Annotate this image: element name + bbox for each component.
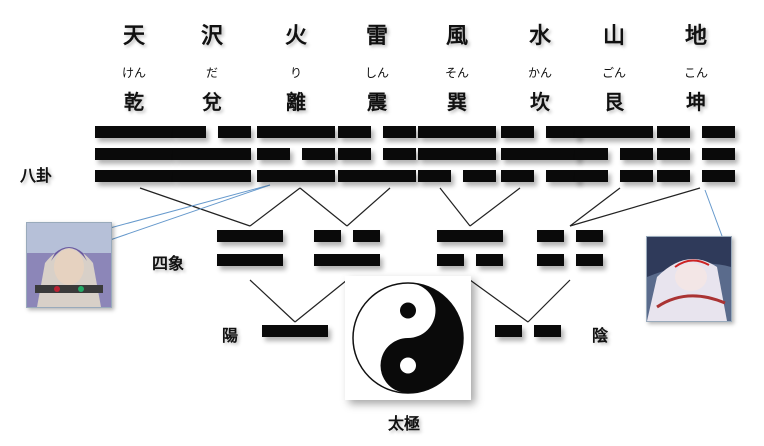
four-image-3-line-0-broken-0 bbox=[537, 230, 564, 242]
trigram-2-line-1-broken-0 bbox=[257, 148, 290, 160]
trigram-5-line-0-broken-1 bbox=[546, 126, 579, 138]
trigram-7-line-2-broken-1 bbox=[702, 170, 735, 182]
trigram-name-5: 坎 bbox=[530, 90, 550, 114]
trigram-nature-2: 火 bbox=[284, 24, 308, 49]
trigram-nature-3: 雷 bbox=[365, 24, 389, 49]
trigram-name-0: 乾 bbox=[124, 90, 144, 114]
four-image-0-line-0-solid bbox=[217, 230, 283, 242]
trigram-7-line-0-broken-0 bbox=[657, 126, 690, 138]
trigram-nature-4: 風 bbox=[445, 24, 469, 49]
trigram-4-line-1-solid bbox=[418, 148, 496, 160]
trigram-name-4: 巽 bbox=[447, 90, 467, 114]
four-image-3-line-1-broken-1 bbox=[576, 254, 603, 266]
trigram-reading-6: ごん bbox=[601, 66, 627, 80]
trigram-1-line-2-solid bbox=[173, 170, 251, 182]
trigram-name-3: 震 bbox=[367, 90, 387, 114]
character-portrait-left bbox=[26, 222, 112, 308]
four-image-1-line-0-broken-0 bbox=[314, 230, 341, 242]
trigram-1-line-0-broken-1 bbox=[218, 126, 251, 138]
yang-label: 陽 bbox=[222, 326, 239, 345]
four-image-3-line-1-broken-0 bbox=[537, 254, 564, 266]
trigram-2-line-1-broken-1 bbox=[302, 148, 335, 160]
mode-1-line-broken-1 bbox=[534, 325, 561, 337]
trigram-7-line-2-broken-0 bbox=[657, 170, 690, 182]
trigram-7-line-1-broken-1 bbox=[702, 148, 735, 160]
trigram-0-line-0-solid bbox=[95, 126, 173, 138]
trigram-3-line-0-broken-1 bbox=[383, 126, 416, 138]
four-image-2-line-0-solid bbox=[437, 230, 503, 242]
trigram-nature-7: 地 bbox=[684, 24, 708, 49]
trigram-3-line-1-broken-1 bbox=[383, 148, 416, 160]
trigram-reading-7: こん bbox=[683, 66, 709, 80]
trigram-name-7: 坤 bbox=[686, 90, 706, 114]
eight-trigrams-label: 八卦 bbox=[20, 166, 53, 185]
trigram-reading-1: だ bbox=[205, 66, 219, 80]
yin-yang-icon bbox=[345, 276, 471, 400]
trigram-nature-6: 山 bbox=[602, 24, 626, 49]
four-image-3-line-0-broken-1 bbox=[576, 230, 603, 242]
four-image-1-line-0-broken-1 bbox=[353, 230, 380, 242]
four-image-0-line-1-solid bbox=[217, 254, 283, 266]
trigram-3-line-1-broken-0 bbox=[338, 148, 371, 160]
trigram-6-line-1-broken-0 bbox=[575, 148, 608, 160]
mode-1-line-broken-0 bbox=[495, 325, 522, 337]
trigram-nature-1: 沢 bbox=[200, 24, 224, 49]
trigram-3-line-2-solid bbox=[338, 170, 416, 182]
trigram-4-line-2-broken-1 bbox=[463, 170, 496, 182]
trigram-5-line-0-broken-0 bbox=[501, 126, 534, 138]
four-images-label: 四象 bbox=[152, 254, 185, 273]
trigram-6-line-2-broken-1 bbox=[620, 170, 653, 182]
trigram-nature-5: 水 bbox=[528, 24, 552, 49]
yin-label: 陰 bbox=[592, 326, 609, 345]
character-portrait-right bbox=[646, 236, 732, 322]
four-image-2-line-1-broken-1 bbox=[476, 254, 503, 266]
trigram-1-line-0-broken-0 bbox=[173, 126, 206, 138]
trigram-name-1: 兌 bbox=[202, 90, 222, 114]
trigram-1-line-1-solid bbox=[173, 148, 251, 160]
mode-0-line-solid bbox=[262, 325, 328, 337]
four-image-2-line-1-broken-0 bbox=[437, 254, 464, 266]
trigram-3-line-0-broken-0 bbox=[338, 126, 371, 138]
trigram-7-line-1-broken-0 bbox=[657, 148, 690, 160]
trigram-7-line-0-broken-1 bbox=[702, 126, 735, 138]
trigram-reading-2: り bbox=[289, 66, 303, 80]
trigram-name-2: 離 bbox=[286, 90, 306, 114]
trigram-2-line-0-solid bbox=[257, 126, 335, 138]
trigram-name-6: 艮 bbox=[604, 90, 624, 114]
trigram-reading-0: けん bbox=[121, 66, 147, 80]
trigram-0-line-1-solid bbox=[95, 148, 173, 160]
trigram-6-line-1-broken-1 bbox=[620, 148, 653, 160]
trigram-5-line-2-broken-0 bbox=[501, 170, 534, 182]
trigram-4-line-0-solid bbox=[418, 126, 496, 138]
trigram-4-line-2-broken-0 bbox=[418, 170, 451, 182]
four-image-1-line-1-solid bbox=[314, 254, 380, 266]
trigram-5-line-2-broken-1 bbox=[546, 170, 579, 182]
taiji-label: 太極 bbox=[388, 414, 421, 433]
trigram-reading-5: かん bbox=[527, 66, 553, 80]
trigram-6-line-0-solid bbox=[575, 126, 653, 138]
trigram-6-line-2-broken-0 bbox=[575, 170, 608, 182]
trigram-5-line-1-solid bbox=[501, 148, 579, 160]
trigram-2-line-2-solid bbox=[257, 170, 335, 182]
trigram-reading-3: しん bbox=[364, 66, 390, 80]
trigram-0-line-2-solid bbox=[95, 170, 173, 182]
trigram-nature-0: 天 bbox=[122, 24, 146, 49]
trigram-reading-4: そん bbox=[444, 66, 470, 80]
